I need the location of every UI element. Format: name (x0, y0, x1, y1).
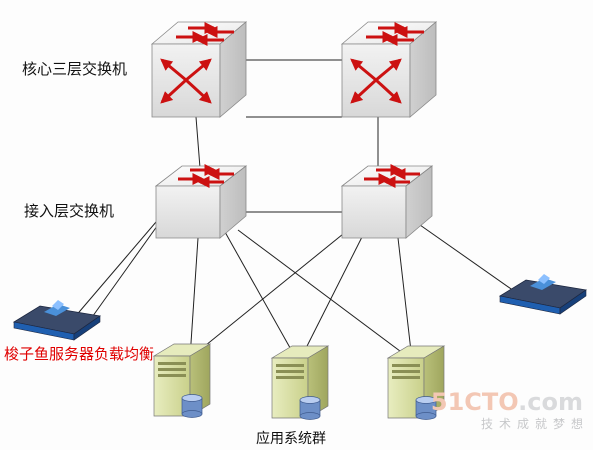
access2-srv1-link (189, 229, 349, 359)
core1-access1-link (195, 116, 201, 169)
core-switch-label: 核心三层交换机 (22, 60, 128, 78)
access1-srv2-link (224, 231, 299, 363)
watermark: 51CTO.com 技术成就梦想 (431, 389, 583, 433)
access1-lb-cross-link (89, 221, 161, 321)
load-balancer-label: 梭子鱼服务器负载均衡 (4, 345, 155, 363)
server-group-label: 应用系统群 (256, 431, 326, 447)
access1-srv1-link (189, 237, 199, 359)
access2-lb2-link (419, 224, 525, 299)
database-icon (415, 396, 437, 420)
switch-arrows-icon (160, 22, 234, 104)
access-switch-1 (154, 164, 248, 239)
access-switch-2 (340, 164, 434, 239)
watermark-logo: 51CTO.com (430, 388, 583, 416)
core-switch-2 (340, 21, 438, 118)
access-switch-label: 接入层交换机 (24, 202, 115, 220)
switch-arrows-icon (364, 164, 420, 188)
watermark-tagline: 技术成就梦想 (480, 417, 589, 431)
switch-arrows-icon (350, 22, 424, 104)
core-switch-1 (150, 21, 248, 118)
access2-srv2-link (299, 236, 363, 361)
switch-arrows-icon (178, 164, 234, 188)
load-balancer-1 (12, 300, 102, 341)
server-2 (270, 345, 330, 420)
network-links (73, 59, 525, 363)
access1-lb1-link (73, 214, 163, 319)
server-3 (386, 345, 446, 420)
access1-srv3-link (237, 229, 413, 361)
load-balancer-2 (498, 274, 588, 315)
database-icon (181, 394, 203, 418)
database-icon (299, 396, 321, 420)
access2-srv3-link (397, 237, 413, 361)
server-1 (152, 343, 212, 418)
